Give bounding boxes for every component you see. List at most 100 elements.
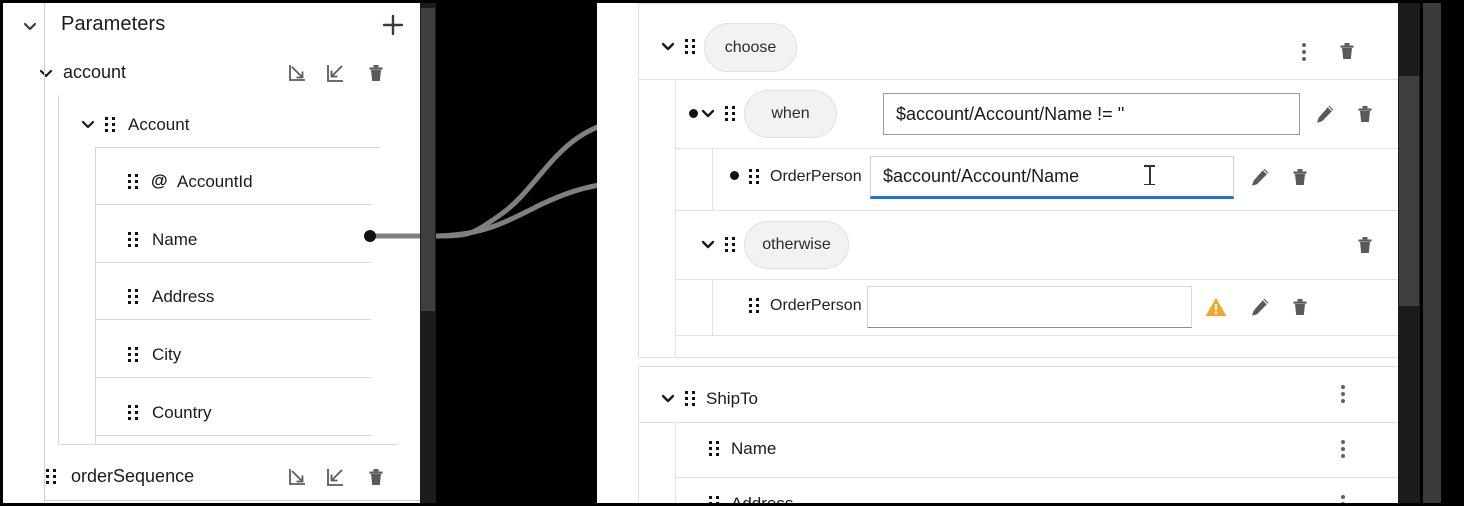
warning-icon[interactable] bbox=[1204, 296, 1227, 316]
add-parameter-button[interactable] bbox=[381, 13, 405, 37]
chevron-down-icon[interactable] bbox=[21, 17, 39, 35]
edit-icon[interactable] bbox=[1314, 103, 1336, 125]
kebab-icon[interactable] bbox=[1302, 43, 1306, 61]
parameter-row-ordersequence[interactable]: orderSequence bbox=[3, 455, 420, 499]
drag-handle-icon[interactable] bbox=[128, 347, 139, 362]
tree-node-account[interactable]: Account bbox=[58, 103, 420, 147]
drag-handle-icon[interactable] bbox=[128, 289, 139, 304]
field-label: Name bbox=[731, 439, 777, 458]
tree-guide bbox=[95, 148, 96, 444]
divider bbox=[638, 366, 1398, 367]
divider bbox=[638, 357, 1398, 358]
kebab-icon[interactable] bbox=[1341, 440, 1345, 458]
delete-icon[interactable] bbox=[364, 465, 388, 489]
panel-bottom-edge bbox=[44, 500, 420, 501]
chevron-down-icon[interactable] bbox=[699, 104, 717, 122]
divider bbox=[675, 279, 1398, 280]
drag-handle-icon[interactable] bbox=[128, 174, 139, 189]
tree-field-address[interactable]: Address bbox=[95, 275, 420, 319]
divider bbox=[675, 148, 1398, 149]
drag-handle-icon[interactable] bbox=[685, 39, 696, 54]
tree-field-accountid[interactable]: @ AccountId bbox=[95, 160, 420, 204]
delete-icon[interactable] bbox=[1288, 165, 1312, 189]
divider bbox=[58, 444, 398, 445]
edit-icon[interactable] bbox=[1249, 296, 1271, 318]
field-label: OrderPerson bbox=[770, 168, 862, 185]
left-panel-scrollbar-thumb[interactable] bbox=[421, 8, 435, 311]
divider bbox=[638, 79, 1398, 80]
text-cursor-icon bbox=[1144, 165, 1155, 185]
node-pill-when[interactable]: when bbox=[744, 90, 837, 138]
drag-handle-icon[interactable] bbox=[709, 496, 720, 503]
parameters-header: Parameters bbox=[3, 3, 420, 51]
group-guide bbox=[638, 3, 639, 357]
divider bbox=[95, 319, 371, 320]
node-row-orderperson-when[interactable]: OrderPerson $account/Account/Name bbox=[712, 148, 1398, 210]
drag-handle-icon[interactable] bbox=[709, 441, 720, 456]
divider bbox=[95, 147, 380, 148]
delete-icon[interactable] bbox=[1288, 295, 1312, 319]
drag-handle-icon[interactable] bbox=[685, 391, 696, 406]
node-pill-choose[interactable]: choose bbox=[704, 23, 797, 72]
node-row-when[interactable]: when $account/Account/Name != '' bbox=[675, 79, 1398, 148]
drag-handle-icon[interactable] bbox=[725, 106, 736, 121]
divider bbox=[638, 3, 1398, 4]
window-border-bottom bbox=[0, 503, 1464, 506]
node-row-shipto-name[interactable]: Name bbox=[675, 422, 1398, 477]
chevron-down-icon[interactable] bbox=[659, 389, 677, 407]
orderperson-empty-input[interactable] bbox=[867, 286, 1192, 328]
drag-handle-icon[interactable] bbox=[749, 298, 760, 313]
delete-icon[interactable] bbox=[1335, 39, 1359, 63]
parameter-row-account[interactable]: account bbox=[3, 51, 420, 95]
drag-handle-icon[interactable] bbox=[749, 169, 760, 184]
group-guide bbox=[675, 422, 676, 477]
import-icon[interactable] bbox=[286, 62, 308, 84]
tree-field-country[interactable]: Country bbox=[95, 391, 420, 435]
kebab-icon[interactable] bbox=[1341, 385, 1345, 403]
window-border-right bbox=[1455, 0, 1464, 506]
tree-field-city[interactable]: City bbox=[95, 333, 420, 377]
edit-icon[interactable] bbox=[1249, 166, 1271, 188]
chevron-down-icon[interactable] bbox=[659, 37, 677, 55]
tree-field-label: Name bbox=[152, 230, 198, 249]
divider bbox=[95, 262, 371, 263]
divider bbox=[95, 377, 371, 378]
chevron-down-icon[interactable] bbox=[699, 235, 717, 253]
node-row-otherwise[interactable]: otherwise bbox=[675, 210, 1398, 279]
right-panel-scrollbar-thumb[interactable] bbox=[1399, 76, 1419, 306]
node-row-choose[interactable]: choose bbox=[638, 3, 1398, 79]
node-row-orderperson-otherwise[interactable]: OrderPerson bbox=[712, 279, 1398, 335]
delete-icon[interactable] bbox=[364, 61, 388, 85]
delete-icon[interactable] bbox=[1353, 102, 1377, 126]
field-label: OrderPerson bbox=[770, 297, 862, 314]
tree-field-label: Address bbox=[152, 287, 215, 306]
node-pill-otherwise[interactable]: otherwise bbox=[744, 221, 849, 269]
orderperson-value-input[interactable]: $account/Account/Name bbox=[870, 156, 1234, 199]
window-border-left-2 bbox=[0, 0, 3, 506]
node-row-shipto-address[interactable]: Address bbox=[675, 477, 1398, 503]
when-expression-input[interactable]: $account/Account/Name != '' bbox=[883, 93, 1300, 135]
delete-icon[interactable] bbox=[1353, 233, 1377, 257]
drag-handle-icon[interactable] bbox=[128, 405, 139, 420]
node-row-shipto[interactable]: ShipTo bbox=[638, 366, 1398, 422]
window-scrollbar-track[interactable] bbox=[1423, 3, 1441, 503]
chevron-down-icon[interactable] bbox=[37, 64, 55, 82]
drag-handle-icon[interactable] bbox=[725, 237, 736, 252]
kebab-icon[interactable] bbox=[1341, 495, 1345, 503]
group-guide bbox=[712, 148, 713, 210]
drag-handle-icon[interactable] bbox=[105, 117, 116, 132]
tree-field-name[interactable]: Name bbox=[95, 218, 420, 262]
chevron-down-icon[interactable] bbox=[79, 115, 97, 133]
import-icon[interactable] bbox=[286, 466, 308, 488]
divider bbox=[675, 477, 1398, 478]
group-guide bbox=[712, 279, 713, 335]
group-guide bbox=[675, 210, 676, 357]
drag-handle-icon[interactable] bbox=[46, 469, 57, 484]
export-icon[interactable] bbox=[325, 62, 347, 84]
export-icon[interactable] bbox=[325, 466, 347, 488]
tree-field-label: Country bbox=[152, 403, 212, 422]
parameter-name: account bbox=[63, 62, 127, 82]
group-label: ShipTo bbox=[706, 389, 758, 408]
drag-handle-icon[interactable] bbox=[128, 232, 139, 247]
